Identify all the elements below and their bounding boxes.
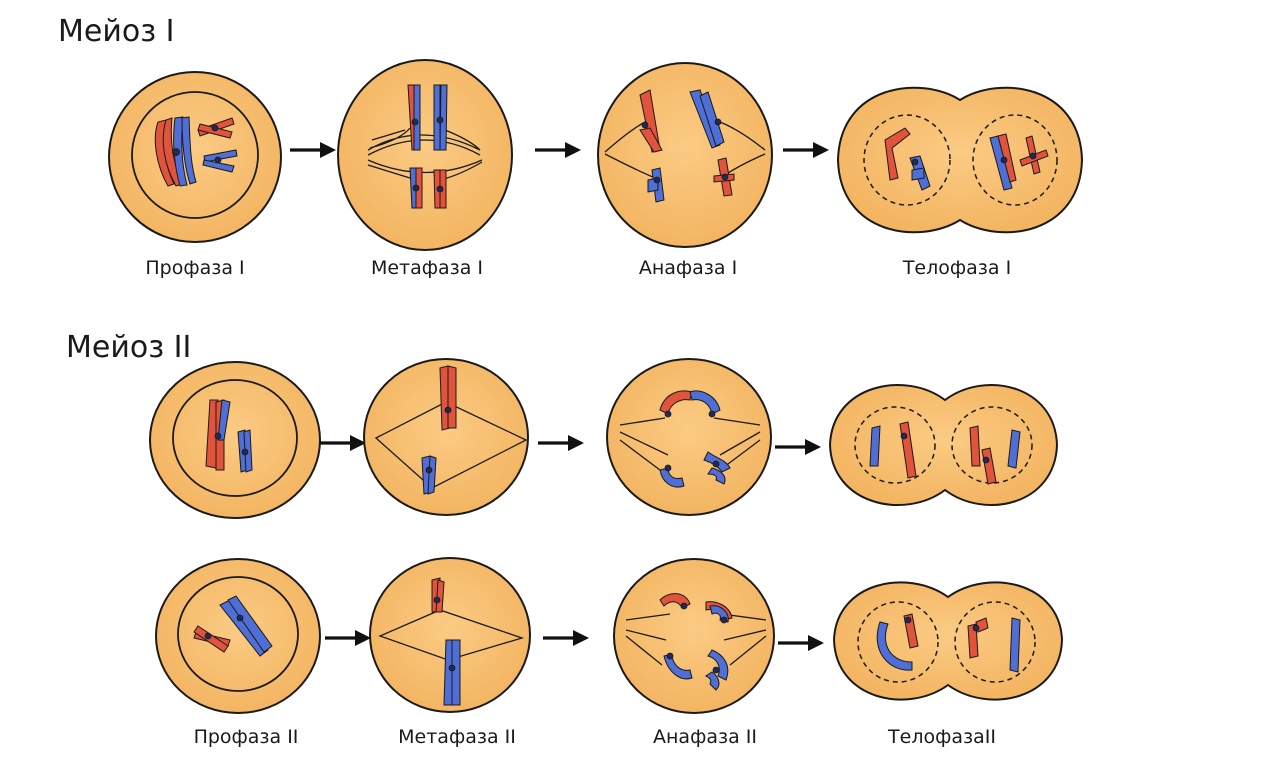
arrow-icon [533, 140, 583, 160]
arrow-icon [781, 140, 831, 160]
label-prophase-2: Профаза II [193, 726, 299, 748]
cell-anaphase-2-a [606, 358, 772, 516]
arrow-icon [323, 628, 373, 648]
cell-anaphase-2-b [613, 558, 775, 714]
cell-metaphase-2-b [369, 557, 531, 713]
label-telophase-1: Телофаза I [902, 257, 1012, 279]
arrow-icon [541, 628, 591, 648]
cell-telophase-1 [836, 86, 1084, 234]
section-title-meiosis-2: Мейоз II [66, 330, 192, 365]
cell-telophase-2-b [832, 581, 1064, 701]
cell-prophase-2-a [149, 361, 321, 519]
arrow-icon [776, 633, 826, 653]
label-anaphase-1: Анафаза I [638, 257, 738, 279]
label-metaphase-2: Метафаза II [398, 726, 516, 748]
arrow-icon [288, 140, 338, 160]
cell-telophase-2-a [828, 384, 1059, 506]
cell-metaphase-1 [337, 59, 513, 251]
arrow-icon [318, 433, 368, 453]
arrow-icon [536, 433, 586, 453]
cell-metaphase-2-a [363, 358, 529, 516]
arrow-icon [773, 437, 823, 457]
cell-prophase-1 [108, 71, 282, 243]
label-anaphase-2: Анафаза II [653, 726, 757, 748]
label-prophase-1: Профаза I [145, 257, 245, 279]
label-metaphase-1: Метафаза I [370, 257, 484, 279]
cell-prophase-2-b [155, 558, 321, 714]
chromosome-group [154, 116, 238, 187]
cell-anaphase-1 [597, 62, 773, 248]
label-telophase-2: ТелофазаII [888, 726, 996, 748]
section-title-meiosis-1: Мейоз I [58, 14, 175, 49]
